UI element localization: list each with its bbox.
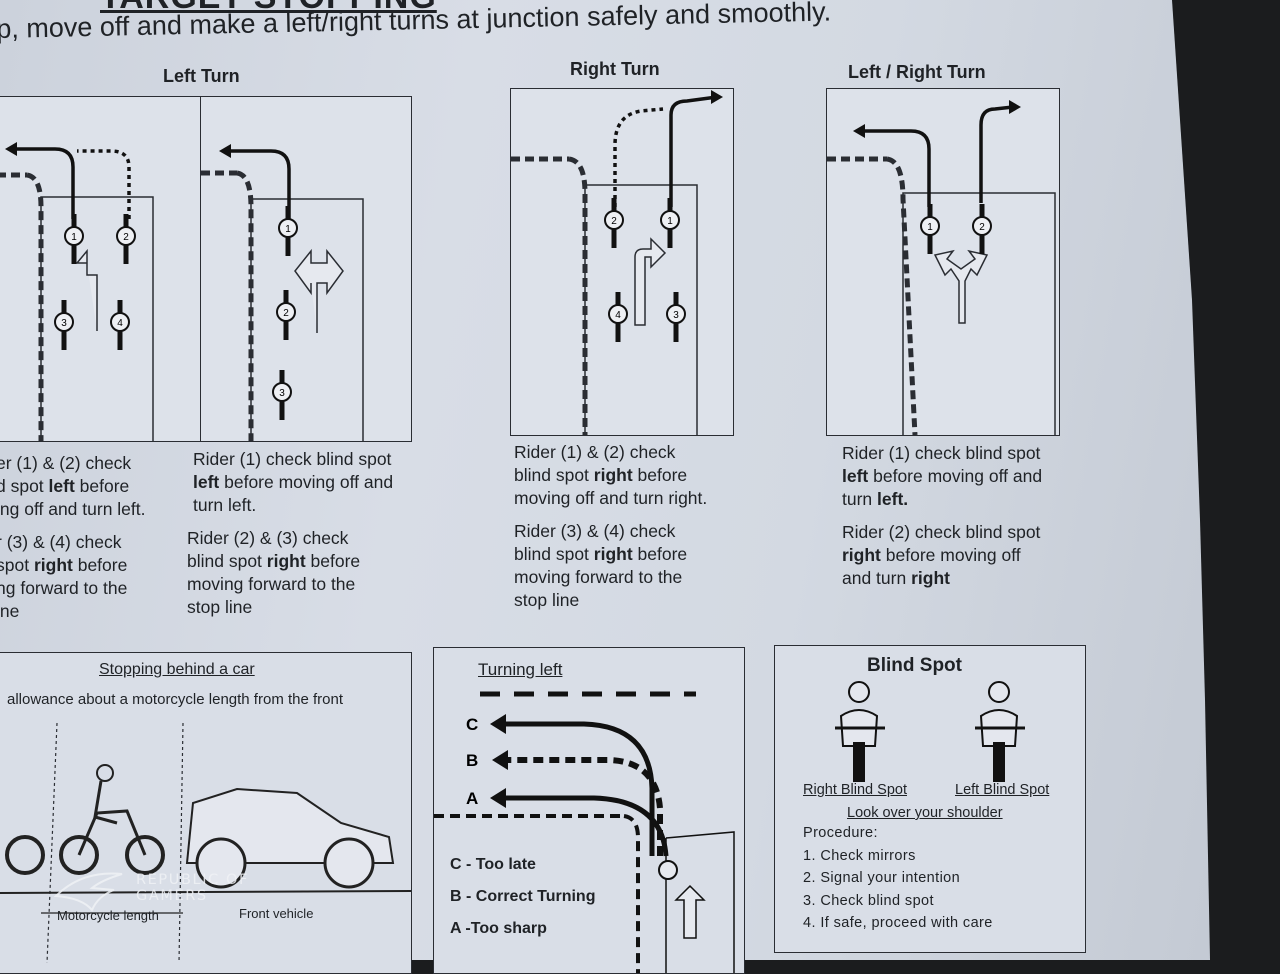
camera-watermark: REPUBLIC OF GAMERS: [52, 866, 282, 916]
left-turn-junction-b: [201, 144, 364, 444]
rider-number: 1: [285, 224, 291, 235]
procedure-step: 3. Check blind spot: [803, 892, 934, 909]
rider-4-marker: 4: [602, 292, 634, 347]
blind-spot-riders: [835, 681, 1025, 782]
rider-number: 3: [673, 310, 679, 321]
motorcycle-length-label: Motorcycle length: [57, 908, 159, 923]
rog-logo-icon: [53, 872, 123, 912]
left-turn-diagram-a: [0, 96, 203, 444]
turning-left-illustration: C B A: [434, 691, 735, 973]
legend-too-late: C - Too late: [450, 856, 536, 873]
right-turn-junction: [511, 90, 723, 438]
rider-1-marker: 1: [654, 198, 686, 253]
procedure-label: Procedure:: [803, 825, 878, 841]
left-turn-description-a: er (1) & (2) check d spot left before in…: [0, 453, 146, 621]
procedure-step: 4. If safe, proceed with care: [803, 915, 993, 931]
rider-number: 2: [123, 232, 129, 243]
blind-spot-title: Blind Spot: [867, 655, 962, 676]
left-right-turn-diagram: [826, 88, 1060, 438]
page-heading: TARGET STOPPING: [100, 0, 437, 17]
blind-spot-subtitle: Look over your shoulder: [847, 805, 1003, 821]
rider-number: 2: [979, 222, 985, 233]
rider-3-marker: 3: [660, 292, 692, 347]
turning-letter-b: B: [466, 751, 478, 770]
left-turn-description-b: Rider (1) check blind spot left before m…: [187, 449, 394, 617]
front-vehicle-label: Front vehicle: [239, 906, 314, 921]
rider-number: 2: [283, 308, 289, 319]
stopping-behind-car-box: Stopping behind a car allowance about a …: [0, 652, 412, 974]
rider-2-marker: 2: [966, 204, 998, 259]
rider-number: 4: [615, 310, 621, 321]
left-turn-junction-a: [0, 142, 154, 444]
rider-2-marker: 2: [270, 290, 302, 345]
rider-3-marker: 3: [48, 300, 80, 355]
left-right-turn-junction: [827, 100, 1056, 438]
right-turn-diagram: [510, 88, 734, 438]
rider-1-marker: 1: [272, 206, 304, 261]
left-right-turn-description: Rider (1) check blind spot left before m…: [842, 443, 1043, 588]
rider-number: 1: [71, 232, 77, 243]
left-turn-diagram-b: [200, 96, 412, 444]
legend-correct: B - Correct Turning: [450, 888, 596, 905]
procedure-list: Procedure: 1. Check mirrors 2. Signal yo…: [803, 822, 993, 935]
procedure-step: 1. Check mirrors: [803, 847, 916, 864]
rider-2-marker: 2: [598, 198, 630, 253]
rider-number: 2: [611, 216, 617, 227]
stopping-title: Stopping behind a car: [99, 661, 255, 678]
watermark-text: REPUBLIC OF GAMERS: [136, 872, 249, 904]
stopping-illustration: [0, 722, 411, 963]
legend-too-sharp: A -Too sharp: [450, 920, 547, 937]
rider-1-marker: 1: [914, 204, 946, 259]
turning-left-title: Turning left: [478, 660, 563, 679]
rider-1-marker: 1: [58, 214, 90, 269]
rider-2-marker: 2: [110, 214, 142, 269]
rider-number: 1: [927, 222, 933, 233]
turning-letter-a: A: [466, 789, 478, 808]
rider-number: 1: [667, 216, 673, 227]
stopping-text: allowance about a motorcycle length from…: [7, 691, 344, 708]
right-turn-title: Right Turn: [570, 59, 660, 79]
left-blind-spot-label: Left Blind Spot: [955, 782, 1050, 798]
blind-spot-box: Blind Spot Right Blind Spot Left Blind S…: [774, 645, 1086, 953]
procedure-step: 2. Signal your intention: [803, 870, 961, 886]
rider-3-marker: 3: [266, 370, 298, 425]
turning-legend: C - Too late B - Correct Turning A -Too …: [450, 849, 595, 945]
right-blind-spot-label: Right Blind Spot: [803, 782, 907, 798]
turning-left-box: Turning left C B A C - Too late B - Corr…: [433, 647, 745, 974]
right-turn-description: Rider (1) & (2) check blind spot right b…: [514, 442, 708, 610]
rider-number: 4: [117, 318, 123, 329]
rider-number: 3: [61, 318, 67, 329]
rider-number: 3: [279, 388, 285, 399]
left-turn-title: Left Turn: [163, 66, 240, 86]
rider-4-marker: 4: [104, 300, 136, 355]
left-right-turn-title: Left / Right Turn: [848, 62, 986, 82]
turning-letter-c: C: [466, 715, 478, 734]
